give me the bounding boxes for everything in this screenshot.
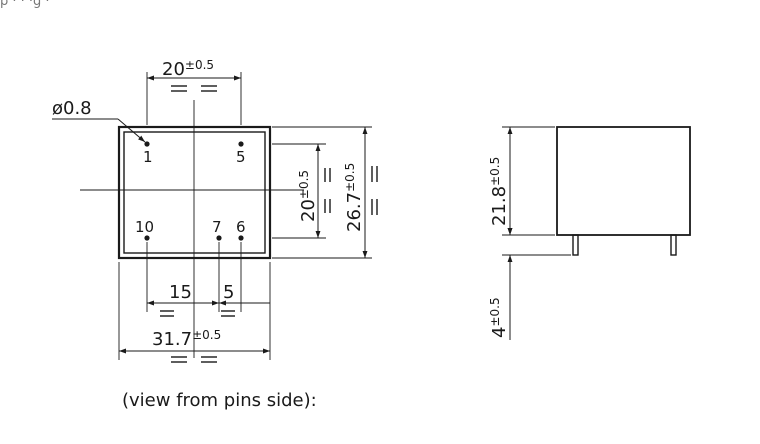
bottom-total-tol: ±0.5 [192, 328, 221, 342]
top-dim-value: 20 [162, 59, 185, 80]
right-outer-dim-value: 26.7 [344, 192, 365, 232]
side-pin-tol: ±0.5 [488, 297, 502, 326]
pin-hole-6 [238, 235, 244, 241]
pin-label-1: 1 [143, 148, 153, 166]
right-inner-dim-value: 20 [298, 199, 319, 222]
svg-text:20±0.5: 20±0.5 [297, 170, 319, 222]
side-height-value: 21.8 [489, 186, 510, 226]
right-outer-dim-tol: ±0.5 [343, 163, 357, 192]
svg-text:21.8±0.5: 21.8±0.5 [488, 157, 510, 226]
top-equal-marks [171, 85, 217, 92]
svg-text:26.7±0.5: 26.7±0.5 [343, 163, 365, 232]
pin-label-6: 6 [236, 218, 246, 236]
front-body-inner [123, 131, 266, 254]
pin-label-5: 5 [236, 148, 246, 166]
view-caption: (view from pins side): [122, 390, 317, 411]
right-inner-dim-tol: ±0.5 [297, 170, 311, 199]
side-pin-value: 4 [489, 327, 510, 338]
bottom-total-equal-marks [171, 356, 217, 363]
hole-diameter-label: ø0.8 [52, 98, 92, 119]
bottom-ab-equal-marks [160, 310, 235, 317]
pin-hole-10 [144, 235, 150, 241]
side-view: 21.8±0.5 4±0.5 [488, 126, 691, 340]
top-dim-tol: ±0.5 [185, 58, 214, 72]
bottom-total-value: 31.7 [152, 329, 192, 350]
pin-label-10: 10 [135, 218, 154, 236]
front-view: 1 5 10 7 6 ø0.8 20±0.5 20±0.5 26.7±0.5 [52, 58, 378, 363]
right-outer-equal-marks [371, 166, 378, 215]
side-height-tol: ±0.5 [488, 157, 502, 186]
side-pin-right [670, 234, 677, 256]
pin-hole-7 [216, 235, 222, 241]
front-body-outer [117, 125, 272, 260]
pin-hole-1 [144, 141, 150, 147]
side-body [556, 126, 691, 236]
hole-leader-arrow [117, 118, 146, 143]
clipped-top-text: p · · ·g · [0, 0, 50, 8]
svg-text:20±0.5: 20±0.5 [162, 58, 214, 80]
side-pin-left [572, 234, 579, 256]
bottom-dim-a-label: 15 [169, 282, 192, 303]
svg-text:4±0.5: 4±0.5 [488, 297, 510, 338]
bottom-dim-b-label: 5 [223, 282, 234, 303]
pin-label-7: 7 [212, 218, 222, 236]
right-inner-equal-marks [324, 168, 331, 213]
svg-text:31.7±0.5: 31.7±0.5 [152, 328, 221, 350]
pin-hole-5 [238, 141, 244, 147]
